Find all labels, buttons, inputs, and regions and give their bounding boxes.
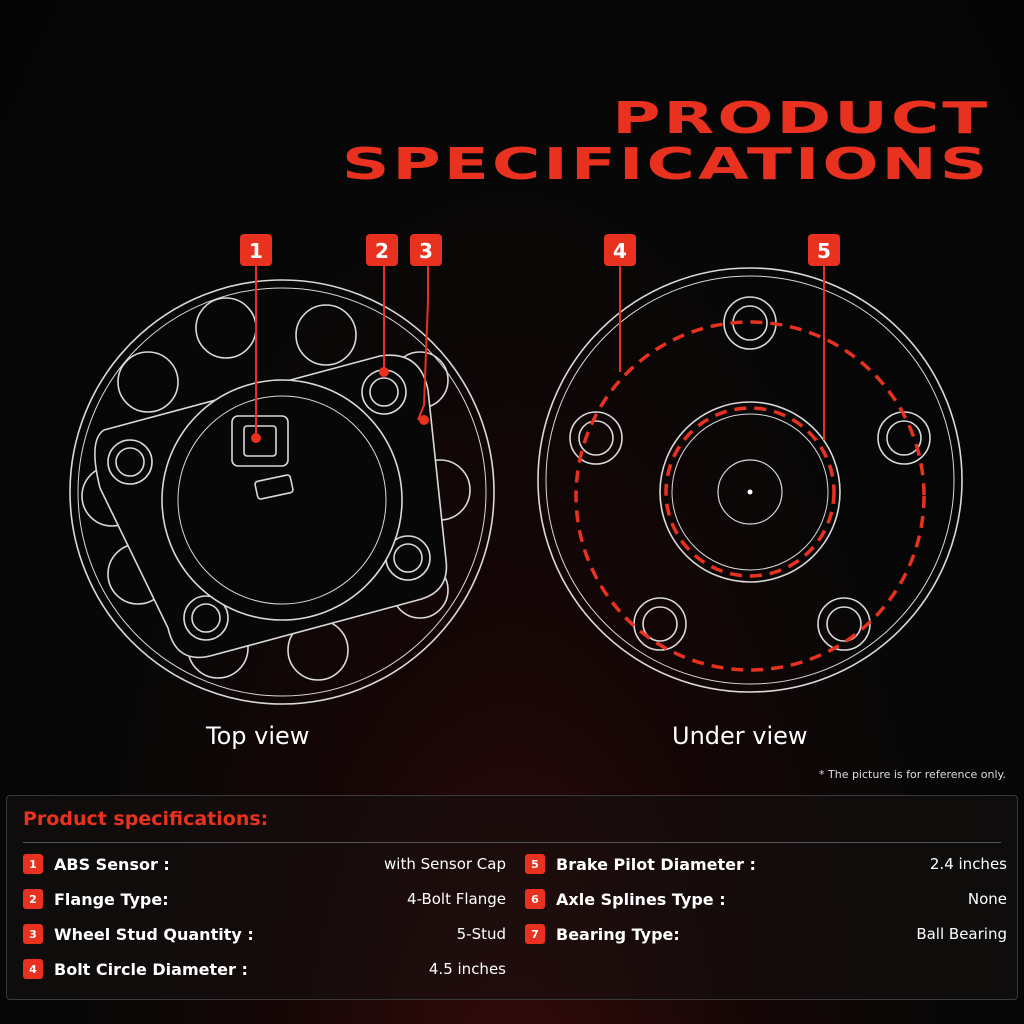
under-view-outer-circle <box>537 267 963 693</box>
svg-text:4: 4 <box>613 239 627 263</box>
badge-1: 1 <box>240 234 272 266</box>
spec-number-badge: 5 <box>525 854 545 874</box>
panel-divider <box>23 842 1001 843</box>
abs-sensor-cap <box>231 415 289 467</box>
pilot-outer-circle <box>659 401 841 583</box>
spec-row-wheel-stud-quantity: 3 Wheel Stud Quantity : 5-Stud <box>23 923 506 945</box>
abs-sensor-plug <box>243 425 277 457</box>
leader-dot-1 <box>251 433 261 443</box>
spec-value: Ball Bearing <box>916 925 1007 943</box>
spec-label: Flange Type: <box>54 889 169 909</box>
spec-label: ABS Sensor : <box>54 854 170 874</box>
abs-sensor-tab <box>254 474 294 500</box>
spec-value: None <box>967 890 1007 908</box>
badge-2: 2 <box>366 234 398 266</box>
spec-row-flange-type: 2 Flange Type: 4-Bolt Flange <box>23 888 506 910</box>
title-line-1: PRODUCT <box>611 93 990 144</box>
svg-text:2: 2 <box>375 239 389 263</box>
spec-label: Axle Splines Type : <box>556 889 726 909</box>
spec-number-badge: 2 <box>23 889 43 909</box>
spec-label: Brake Pilot Diameter : <box>556 854 756 874</box>
spec-value: 2.4 inches <box>929 855 1007 873</box>
center-bore <box>717 459 783 525</box>
hub-inner-circle <box>177 395 387 605</box>
spec-number-badge: 7 <box>525 924 545 944</box>
spec-row-axle-splines-type: 6 Axle Splines Type : None <box>525 888 1007 910</box>
under-view-leaders <box>619 264 825 440</box>
reference-note: * The picture is for reference only. <box>819 768 1006 781</box>
bolt-circle-dashed <box>574 320 926 672</box>
leader-dot-2 <box>379 367 389 377</box>
under-view-outer-circle-inner <box>545 275 955 685</box>
top-view-outer-circle <box>69 279 495 705</box>
pilot-circle-dashed <box>664 406 836 578</box>
spec-row-brake-pilot-diameter: 5 Brake Pilot Diameter : 2.4 inches <box>525 853 1007 875</box>
top-view-leaders <box>255 264 429 437</box>
pilot-inner-circle <box>671 413 829 571</box>
title-line-2: SPECIFICATIONS <box>341 139 990 190</box>
leader-dot-3 <box>419 415 429 425</box>
under-view-drawing <box>537 267 963 693</box>
spec-value: with Sensor Cap <box>384 855 506 873</box>
spec-value: 5-Stud <box>456 925 506 943</box>
top-view-outer-circle-inner <box>77 287 487 697</box>
spec-row-bearing-type: 7 Bearing Type: Ball Bearing <box>525 923 1007 945</box>
hub-diagram: 1 2 3 4 5 <box>69 234 963 705</box>
spec-number-badge: 1 <box>23 854 43 874</box>
hub-circle <box>161 379 403 621</box>
panel-heading: Product specifications: <box>23 808 269 830</box>
center-dot <box>747 489 753 495</box>
spec-row-abs-sensor: 1 ABS Sensor : with Sensor Cap <box>23 853 506 875</box>
badge-3: 3 <box>410 234 442 266</box>
page-title: PRODUCT SPECIFICATIONS <box>342 96 990 188</box>
under-view-caption: Under view <box>672 722 808 750</box>
svg-text:5: 5 <box>817 239 831 263</box>
badge-4: 4 <box>604 234 636 266</box>
svg-text:1: 1 <box>249 239 263 263</box>
spec-number-badge: 6 <box>525 889 545 909</box>
spec-label: Wheel Stud Quantity : <box>54 924 254 944</box>
spec-value: 4-Bolt Flange <box>407 890 506 908</box>
spec-row-bolt-circle-diameter: 4 Bolt Circle Diameter : 4.5 inches <box>23 958 506 980</box>
spec-value: 4.5 inches <box>428 960 506 978</box>
spec-number-badge: 3 <box>23 924 43 944</box>
badge-5: 5 <box>808 234 840 266</box>
top-view-caption: Top view <box>206 722 310 750</box>
top-view-drawing <box>69 279 495 705</box>
spec-label: Bolt Circle Diameter : <box>54 959 248 979</box>
specifications-panel: Product specifications: 1 ABS Sensor : w… <box>6 795 1018 1000</box>
under-view-dashed <box>574 320 926 672</box>
spec-number-badge: 4 <box>23 959 43 979</box>
spec-label: Bearing Type: <box>556 924 680 944</box>
wheel-studs <box>569 296 931 651</box>
svg-text:3: 3 <box>419 239 433 263</box>
